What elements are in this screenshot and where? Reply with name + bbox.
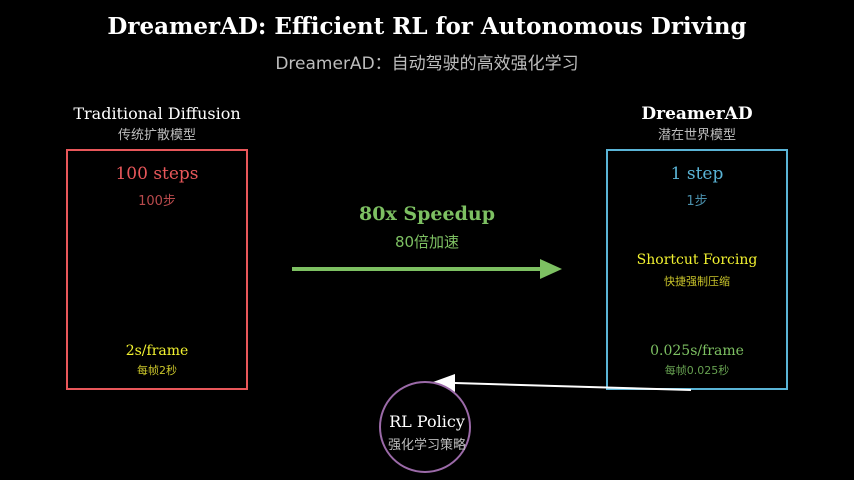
traditional-heading-cn: 传统扩散模型 [117, 128, 197, 143]
rl-policy-label: RL Policy [389, 412, 465, 431]
traditional-steps: 100 steps [115, 164, 199, 184]
traditional-steps-cn: 100步 [138, 194, 176, 209]
speedup-label: 80x Speedup [359, 203, 495, 225]
dreamer-method: Shortcut Forcing [636, 252, 758, 268]
traditional-time-cn: 每帧2秒 [137, 364, 177, 377]
traditional-time: 2s/frame [125, 343, 189, 359]
feedback-arrow-line [454, 382, 692, 391]
traditional-box [66, 149, 248, 390]
rl-policy-node [379, 381, 471, 473]
dreamer-box [606, 149, 788, 390]
dreamer-heading: DreamerAD [641, 104, 753, 124]
dreamer-heading-cn: 潜在世界模型 [657, 128, 737, 143]
traditional-heading: Traditional Diffusion [73, 104, 241, 123]
speedup-label-cn: 80倍加速 [394, 233, 460, 251]
dreamer-time-cn: 每帧0.025秒 [664, 364, 730, 377]
dreamer-time: 0.025s/frame [650, 343, 744, 359]
diagram-subtitle: DreamerAD：自动驾驶的高效强化学习 [275, 54, 579, 74]
dreamer-steps: 1 step [670, 164, 724, 184]
speedup-arrow-head [540, 259, 562, 279]
diagram-title: DreamerAD: Efficient RL for Autonomous D… [107, 13, 747, 40]
dreamer-steps-cn: 1步 [686, 194, 708, 209]
rl-policy-label-cn: 强化学习策略 [387, 438, 467, 453]
dreamer-method-cn: 快捷强制压缩 [664, 275, 730, 288]
